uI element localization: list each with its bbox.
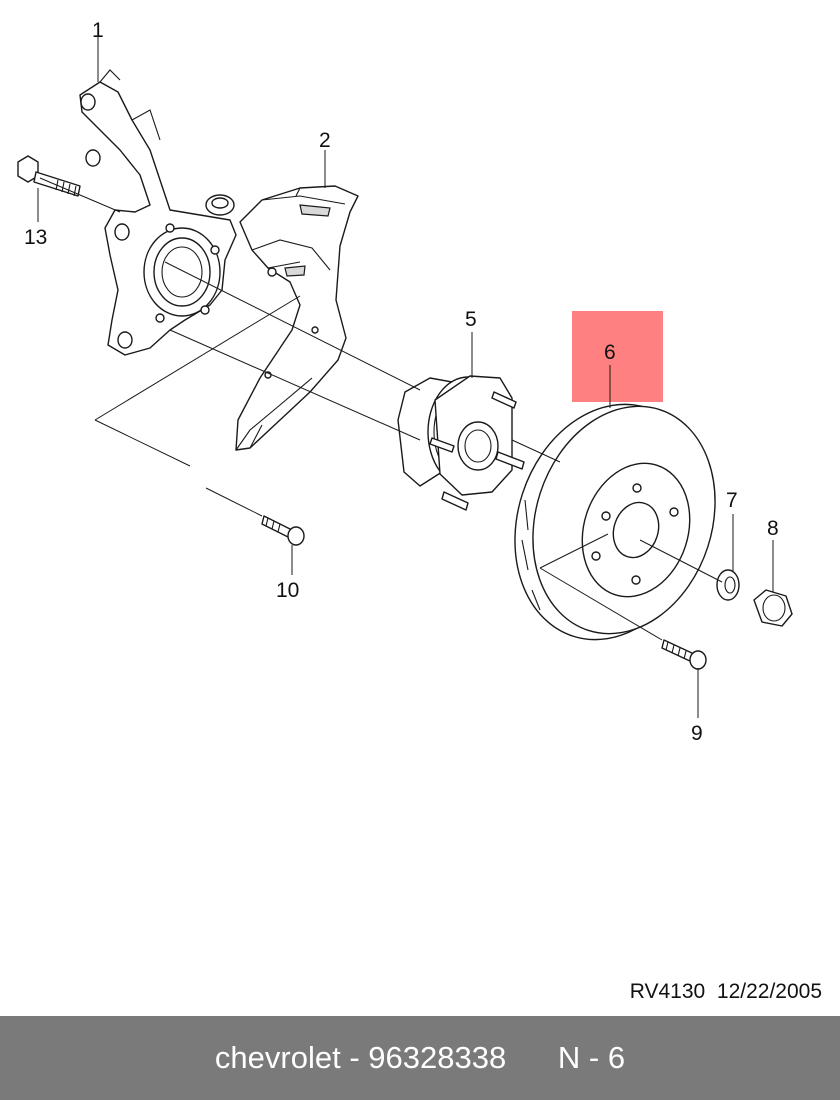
nut-part-8	[753, 589, 793, 627]
screw-part-10	[261, 515, 305, 546]
brake-disc-part-6	[514, 403, 716, 641]
reference-line: RV4130 12/22/2005	[630, 980, 822, 1004]
callout-5: 5	[465, 308, 477, 331]
callout-6: 6	[604, 341, 616, 364]
bolt-part-13	[17, 155, 81, 197]
callout-9: 9	[691, 722, 703, 745]
highlight-box-part-6	[572, 311, 663, 402]
callout-13: 13	[24, 226, 47, 249]
reference-code: RV4130	[629, 980, 706, 1003]
callout-1: 1	[92, 19, 104, 42]
callout-2: 2	[319, 129, 331, 152]
dust-shield-part-2	[235, 185, 359, 451]
hub-bearing-part-5	[397, 375, 525, 511]
callout-10: 10	[276, 579, 299, 602]
footer-callout: N - 6	[557, 1040, 626, 1075]
callout-8: 8	[767, 517, 779, 540]
footer-part-number: 96328338	[368, 1040, 507, 1075]
reference-date: 12/22/2005	[716, 980, 822, 1003]
steering-knuckle-part-1	[79, 69, 237, 356]
footer-bar: chevrolet - 96328338 N - 6	[0, 1016, 840, 1100]
callout-7: 7	[726, 489, 738, 512]
footer-text: chevrolet - 96328338 N - 6	[214, 1040, 626, 1075]
screw-part-9	[661, 639, 707, 670]
footer-brand: chevrolet	[214, 1040, 341, 1075]
leader-lines	[37, 28, 774, 718]
washer-part-7	[716, 569, 740, 601]
exploded-parts-diagram: 1 2 5 6 7 8 9 10 13	[17, 19, 793, 745]
